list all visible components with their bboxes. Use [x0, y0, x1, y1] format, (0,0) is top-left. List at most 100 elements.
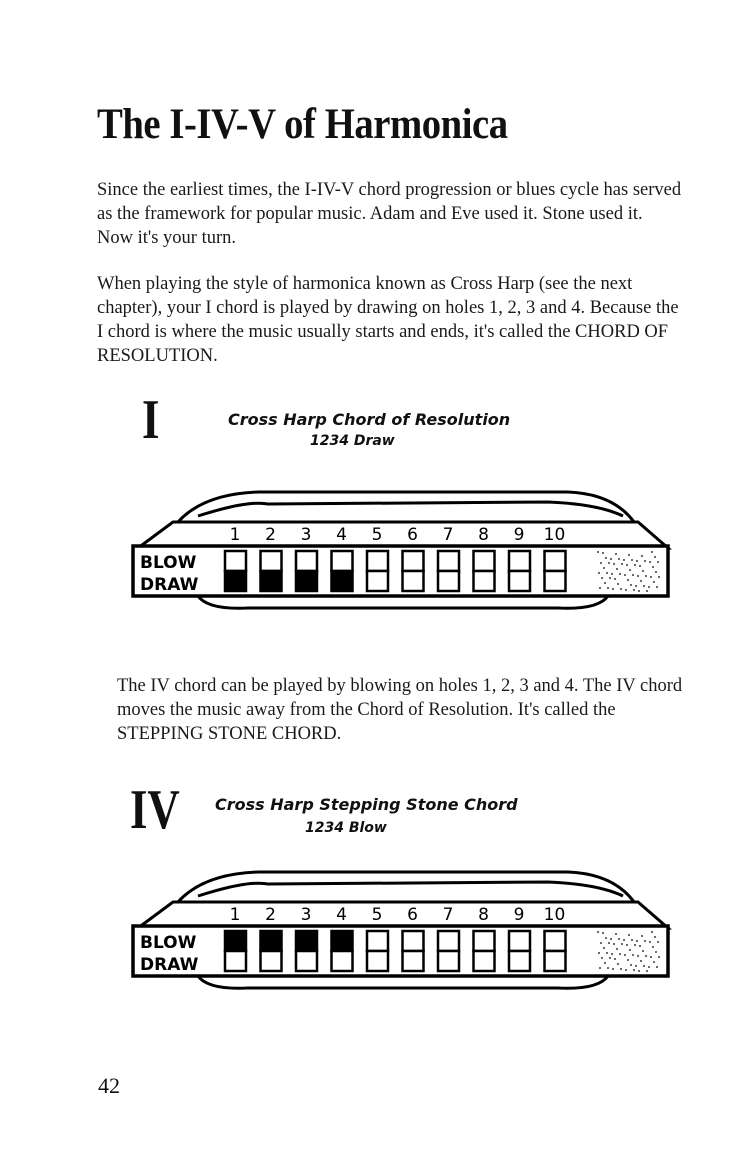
stipple-dot	[642, 950, 644, 952]
stipple-dot	[621, 943, 623, 945]
figure-subcaption: 1234 Draw	[310, 433, 395, 449]
blow-hole	[436, 929, 461, 953]
stipple-dot	[635, 585, 637, 587]
stipple-dot	[638, 970, 640, 972]
stipple-dot	[612, 968, 614, 970]
stipple-dot	[616, 948, 618, 950]
blow-hole	[507, 549, 532, 573]
stipple-dot	[603, 947, 605, 949]
stipple-dot	[652, 566, 654, 568]
stipple-dot	[641, 555, 643, 557]
chord-numeral-i: I	[142, 389, 160, 451]
stipple-dot	[620, 968, 622, 970]
blow-hole	[365, 929, 390, 953]
stipple-dot	[598, 952, 600, 954]
stipple-dot	[648, 586, 650, 588]
stipple-dot	[605, 557, 607, 559]
blow-hole	[223, 549, 248, 573]
chord-numeral-iv: IV	[130, 779, 180, 841]
harmonica-body	[131, 544, 670, 598]
stipple-dot	[649, 561, 651, 563]
stipple-dot	[612, 588, 614, 590]
stipple-dot	[656, 966, 658, 968]
draw-hole	[294, 949, 319, 973]
blow-hole	[543, 549, 567, 573]
stipple-dot	[644, 560, 646, 562]
stipple-dot	[614, 578, 616, 580]
hole-number: 1	[230, 905, 241, 925]
stipple-dot	[638, 590, 640, 592]
stipple-dot	[641, 935, 643, 937]
stipple-dot	[645, 575, 647, 577]
hole-number: 10	[544, 905, 566, 925]
stipple-dot	[626, 944, 628, 946]
stipple-dot	[627, 579, 629, 581]
stipple-dot	[633, 969, 635, 971]
intro-paragraph: Since the earliest times, the I-IV-V cho…	[97, 180, 682, 248]
hole-number: 2	[265, 525, 276, 545]
stipple-dot	[650, 956, 652, 958]
stipple-dot	[657, 561, 659, 563]
hole-number: 6	[407, 525, 418, 545]
draw-hole	[259, 569, 283, 593]
stipple-dot	[640, 960, 642, 962]
blow-hole	[365, 549, 390, 573]
stipple-dot	[610, 938, 612, 940]
stipple-dot	[652, 946, 654, 948]
stipple-dot	[636, 940, 638, 942]
draw-hole	[507, 949, 532, 973]
draw-hole	[472, 569, 496, 593]
stipple-dot	[597, 931, 599, 933]
hole-number: 5	[372, 905, 383, 925]
blow-hole	[294, 929, 319, 953]
chord-iv-paragraph: The IV chord can be played by blowing on…	[117, 676, 683, 744]
hole-number: 8	[478, 525, 489, 545]
stipple-dot	[621, 563, 623, 565]
harmonica-bottom-cover	[196, 975, 610, 990]
cover-ridge	[197, 880, 624, 898]
blow-hole	[401, 549, 425, 573]
blow-hole	[401, 929, 425, 953]
stipple-dot	[642, 570, 644, 572]
hole-number: 5	[372, 525, 383, 545]
stipple-dot	[619, 573, 621, 575]
stipple-dot	[645, 955, 647, 957]
hole-number: 7	[443, 525, 454, 545]
stipple-dot	[614, 958, 616, 960]
hole-number: 3	[301, 905, 312, 925]
blow-hole	[436, 549, 461, 573]
harmonica-top-bevel	[133, 900, 673, 930]
blow-hole	[223, 929, 248, 953]
stipple-dot	[646, 970, 648, 972]
stipple-dot	[610, 558, 612, 560]
draw-label: DRAW	[140, 575, 199, 595]
stipple-dot	[613, 563, 615, 565]
draw-hole	[259, 949, 283, 973]
stipple-dot	[606, 952, 608, 954]
draw-hole	[472, 949, 496, 973]
harmonica-body	[131, 924, 670, 978]
stipple-dot	[613, 943, 615, 945]
draw-hole	[365, 949, 390, 973]
blow-label: BLOW	[140, 553, 197, 573]
stipple-dot	[619, 953, 621, 955]
stipple-dot	[601, 957, 603, 959]
stipple-dot	[640, 580, 642, 582]
stipple-dot	[639, 565, 641, 567]
stipple-dot	[605, 937, 607, 939]
stipple-dot	[630, 964, 632, 966]
stipple-dot	[608, 942, 610, 944]
stipple-dot	[655, 571, 657, 573]
stipple-dot	[609, 957, 611, 959]
stipple-dot	[654, 936, 656, 938]
blow-hole	[472, 549, 496, 573]
stipple-dot	[603, 567, 605, 569]
stipple-dot	[602, 932, 604, 934]
stipple-dot	[599, 587, 601, 589]
stipple-dot	[607, 587, 609, 589]
stipple-dot	[629, 949, 631, 951]
draw-hole	[436, 949, 461, 973]
stipple-dot	[602, 552, 604, 554]
